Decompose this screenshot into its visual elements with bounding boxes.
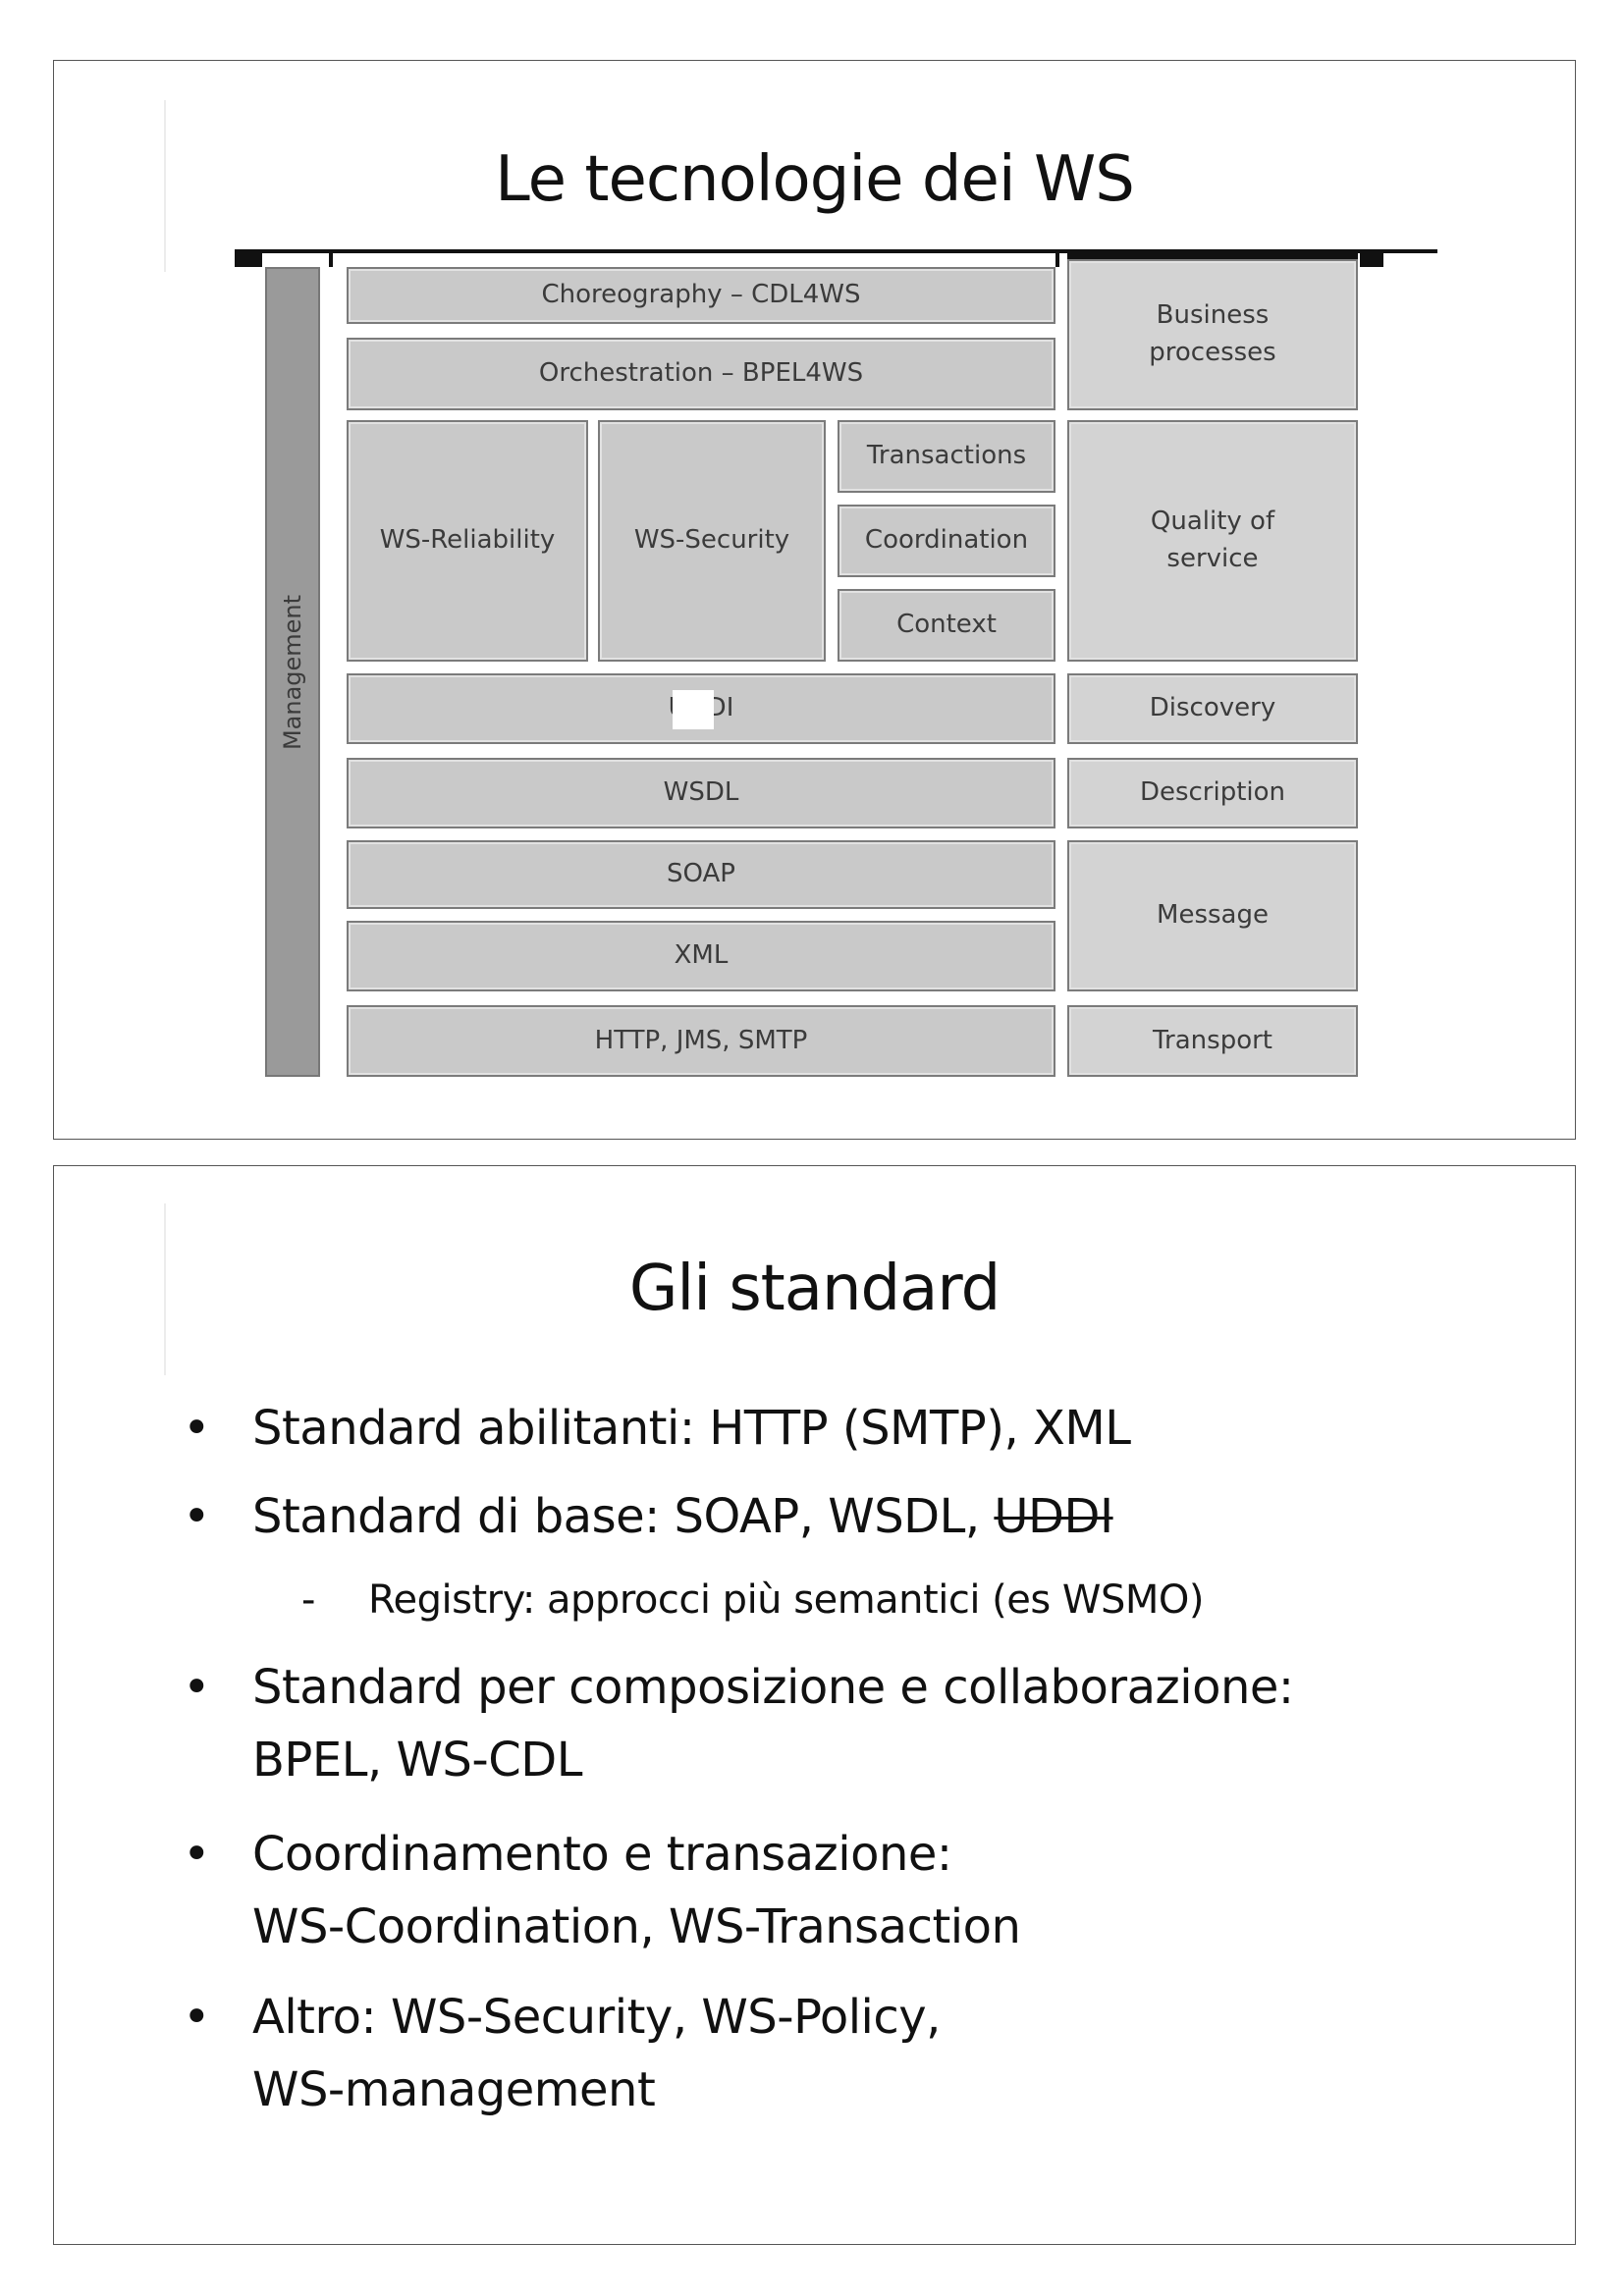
slide-margin-line xyxy=(164,1203,166,1375)
bullet-icon: • xyxy=(183,1827,210,1882)
context-cell: Context xyxy=(838,589,1055,662)
management-column: Management xyxy=(265,267,320,1077)
wsdl-cell: WSDL xyxy=(347,758,1055,828)
diagram-top-bar-seg1 xyxy=(329,249,333,267)
diagram-top-bar-left xyxy=(235,249,262,267)
diagram-top-bar-right xyxy=(1067,249,1358,259)
bullet-icon: • xyxy=(183,1401,210,1456)
discovery-cell: Discovery xyxy=(1067,673,1358,744)
struck-text: UDDI xyxy=(994,1489,1113,1544)
transport-cell: Transport xyxy=(1067,1005,1358,1077)
ws-stack-diagram: Management Choreography – CDL4WS Orchest… xyxy=(54,61,1577,1141)
bullet-text-line1: Altro: WS-Security, WS-Policy, xyxy=(252,1990,941,2045)
soap-cell: SOAP xyxy=(347,840,1055,909)
bullet-icon: • xyxy=(183,1990,210,2045)
diagram-top-bar-mid xyxy=(235,249,1437,253)
bullet-text-line2: WS-Coordination, WS-Transaction xyxy=(252,1899,1021,1954)
bullet-icon: • xyxy=(183,1489,210,1544)
diagram-top-bar-end xyxy=(1360,249,1383,267)
reliability-cell: WS-Reliability xyxy=(347,420,588,662)
bullet-text-line2: BPEL, WS-CDL xyxy=(252,1733,582,1788)
transactions-cell: Transactions xyxy=(838,420,1055,493)
management-label: Management xyxy=(279,594,306,750)
bullet-text-line1: Coordinamento e transazione: xyxy=(252,1827,952,1882)
quality-of-service-cell: Quality of service xyxy=(1067,420,1358,662)
slide-title: Le tecnologie dei WS xyxy=(495,143,1135,216)
coordination-cell: Coordination xyxy=(838,505,1055,577)
slide-title: Gli standard xyxy=(628,1253,1001,1325)
xml-cell: XML xyxy=(347,921,1055,991)
bullet-icon: • xyxy=(183,1660,210,1715)
sub-bullet-text: Registry: approcci più semantici (es WSM… xyxy=(368,1577,1204,1623)
diagram-top-bar-seg2 xyxy=(1055,249,1059,267)
bullet-text: Standard di base: SOAP, WSDL, UDDI xyxy=(252,1480,1113,1553)
bullet-text-line1: Standard per composizione e collaborazio… xyxy=(252,1660,1294,1715)
dash-icon: - xyxy=(301,1577,315,1623)
redaction-box xyxy=(673,690,714,729)
security-cell: WS-Security xyxy=(598,420,826,662)
slide-margin-line xyxy=(164,100,166,272)
description-cell: Description xyxy=(1067,758,1358,828)
choreography-cell: Choreography – CDL4WS xyxy=(347,267,1055,324)
bullet-text-line2: WS-management xyxy=(252,2062,656,2117)
orchestration-cell: Orchestration – BPEL4WS xyxy=(347,338,1055,410)
bullet-text-prefix: Standard di base: SOAP, WSDL, xyxy=(252,1489,995,1544)
business-processes-cell: Business processes xyxy=(1067,259,1358,410)
message-cell: Message xyxy=(1067,840,1358,991)
bullet-text: Standard abilitanti: HTTP (SMTP), XML xyxy=(252,1401,1131,1456)
slide-technologies: Le tecnologie dei WS Management Choreogr… xyxy=(53,60,1576,1140)
slide-standards: Gli standard • Standard abilitanti: HTTP… xyxy=(53,1165,1576,2245)
transport-protocols-cell: HTTP, JMS, SMTP xyxy=(347,1005,1055,1077)
